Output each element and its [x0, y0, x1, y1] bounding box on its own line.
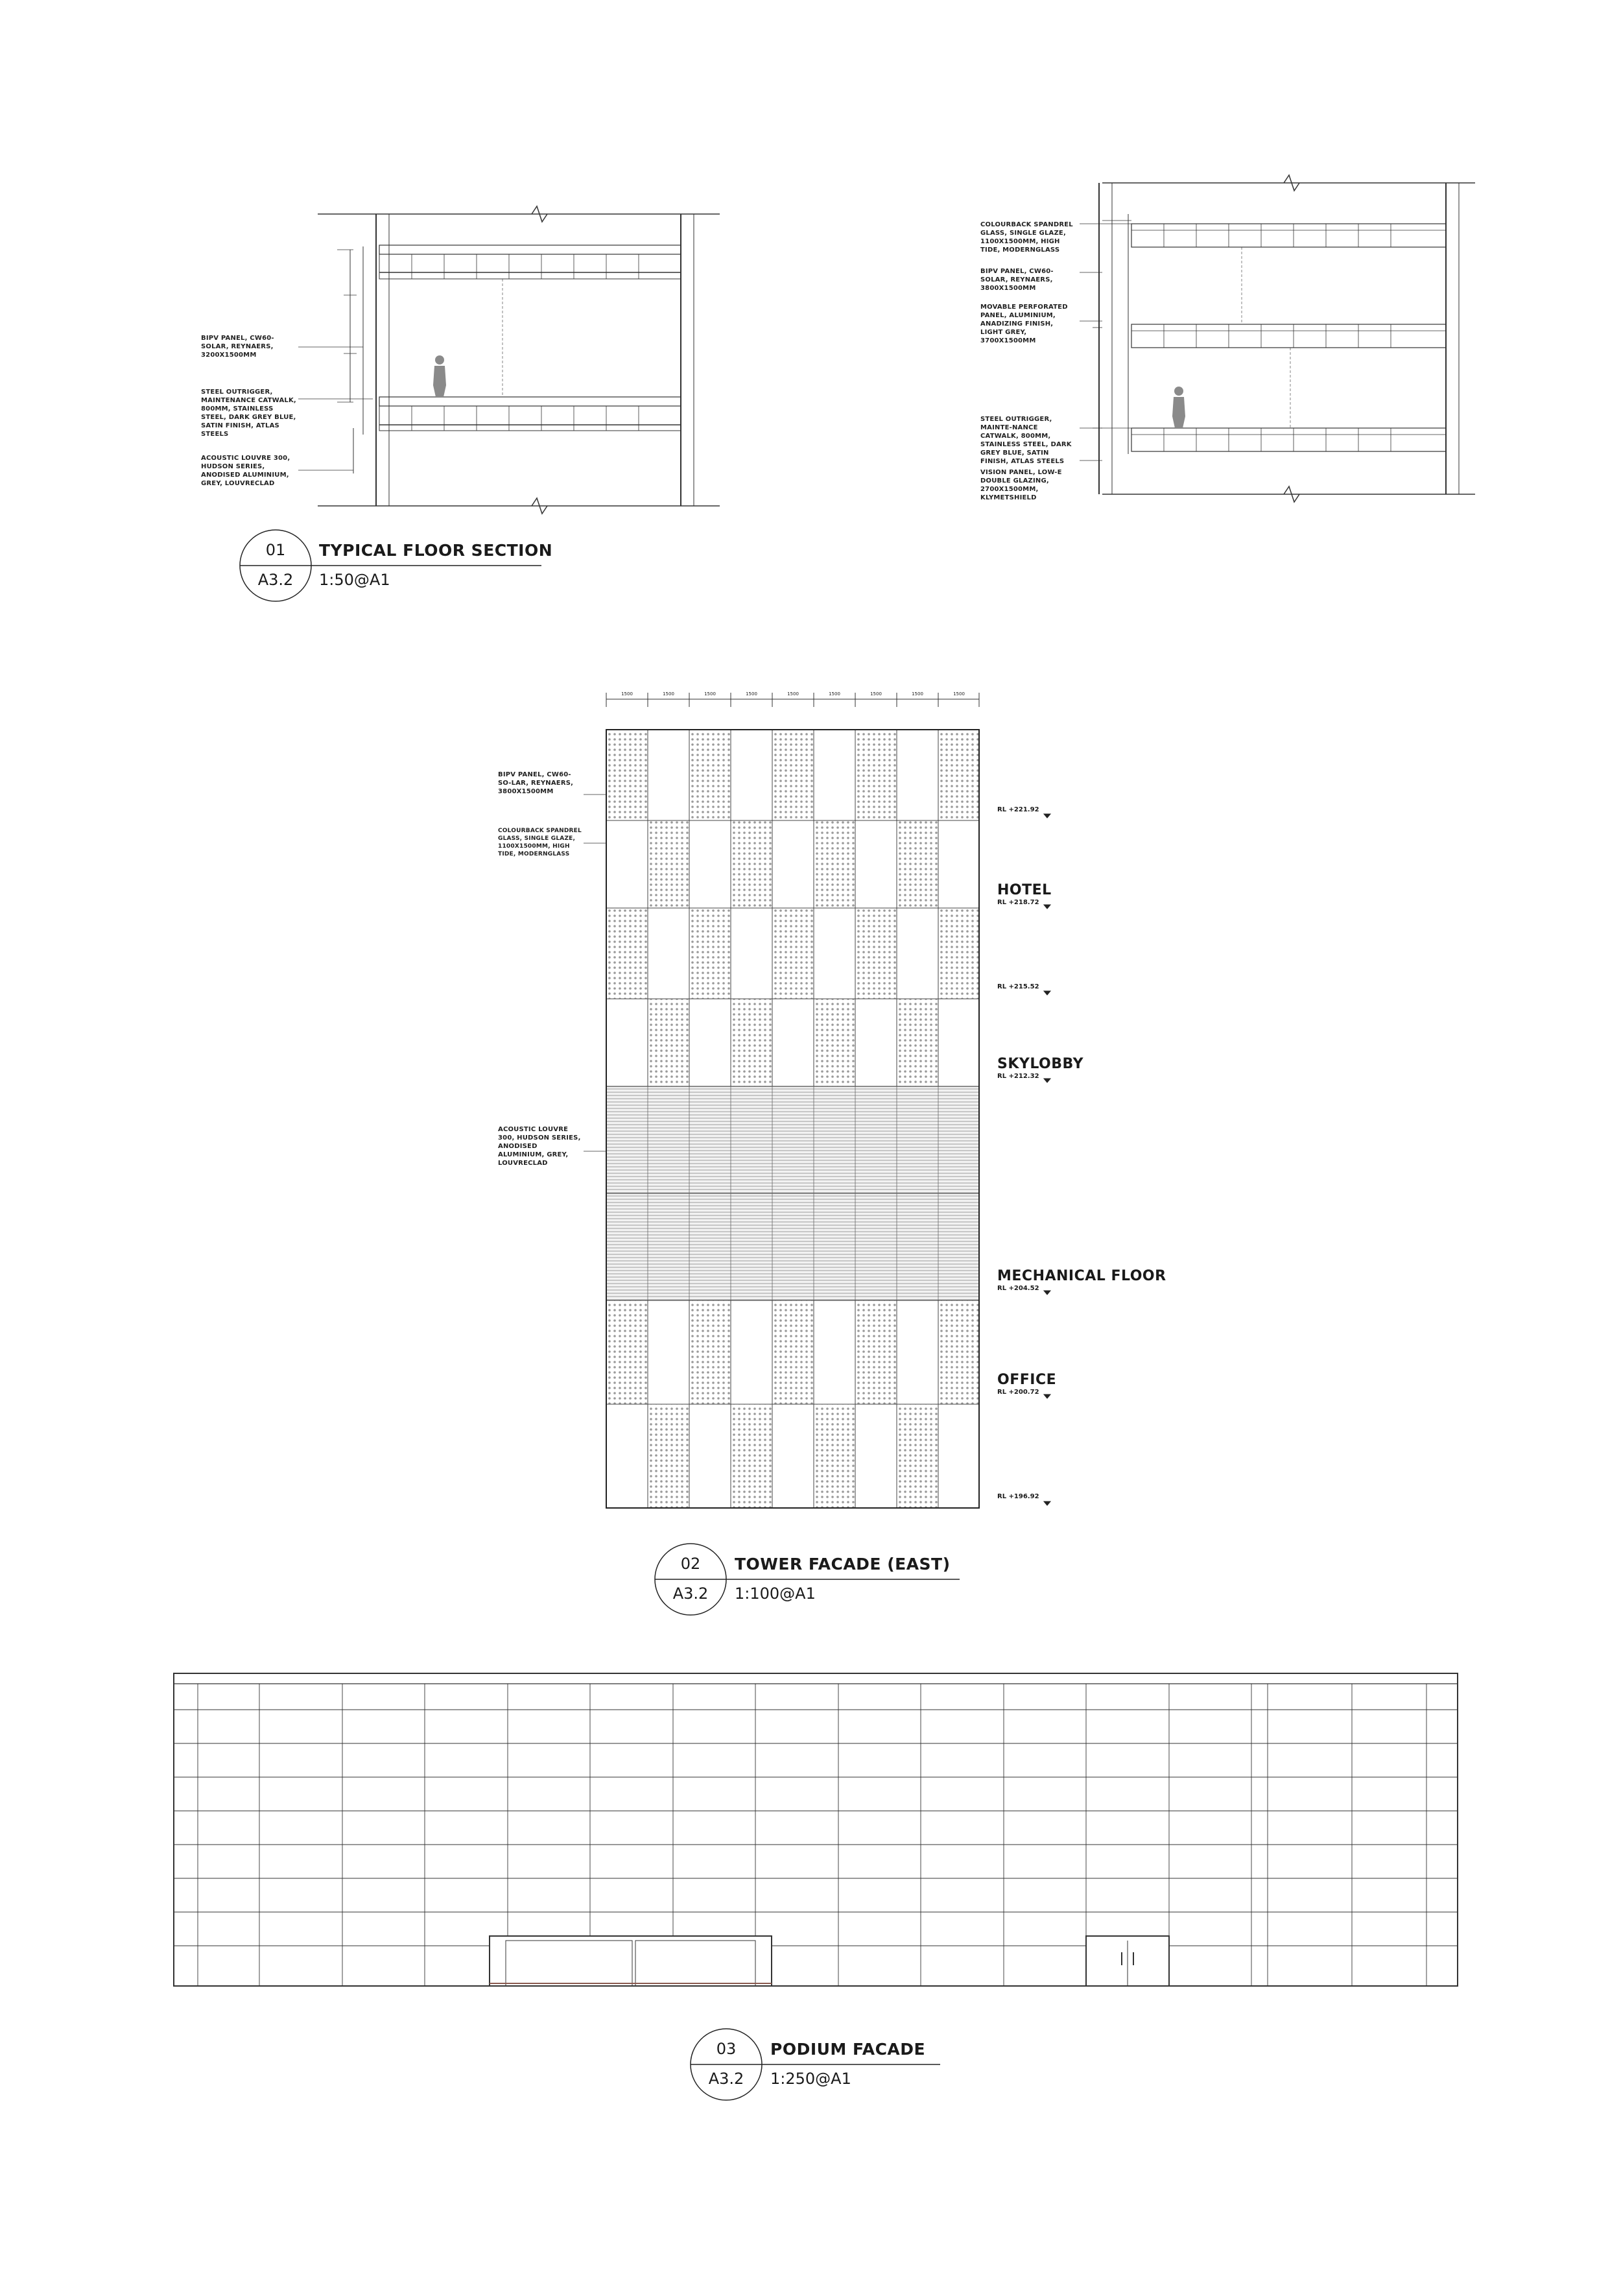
dim-label: 1500	[621, 691, 633, 697]
level-name: HOTEL	[997, 882, 1052, 898]
drawing-title: PODIUM FACADE	[770, 2040, 926, 2059]
drawing-title: TOWER FACADE (EAST)	[735, 1555, 951, 1573]
drawing-scale: 1:250@A1	[770, 2070, 851, 2088]
dim-label: 1500	[870, 691, 882, 697]
level-rl: RL +218.72	[997, 899, 1039, 906]
podium-facade	[173, 1673, 1458, 1987]
level-hotel: HOTEL RL +218.72	[997, 882, 1052, 907]
drawing-number: 02	[680, 1555, 701, 1573]
level-name: MECHANICAL FLOOR	[997, 1268, 1166, 1284]
section-01-right	[1080, 174, 1475, 503]
dim-label: 1500	[829, 691, 840, 697]
person-figure-right	[1172, 387, 1185, 428]
dim-label: 1500	[704, 691, 716, 697]
note-bipv-tower: BIPV PANEL, CW60-SO-LAR, REYNAERS, 3800x…	[498, 771, 574, 795]
dim-label: 1500	[663, 691, 674, 697]
level-rl: RL +221.92	[997, 806, 1039, 813]
drawing-number: 03	[716, 2040, 737, 2058]
level-rl: RL +215.52	[997, 983, 1039, 990]
note-louvre-left: ACOUSTIC LOUVRE 300, HUDSON SERIES, ANOD…	[201, 455, 290, 487]
level-name: SKYLOBBY	[997, 1056, 1084, 1072]
drawing-scale: 1:100@A1	[735, 1584, 816, 1603]
section-01-left	[298, 205, 720, 515]
dim-label: 1500	[912, 691, 923, 697]
dim-label: 1500	[953, 691, 965, 697]
note-outrigger-right: STEEL OUTRIGGER, MAINTE-NANCE CATWALK, 8…	[980, 416, 1072, 465]
dim-label: 1500	[787, 691, 799, 697]
note-outrigger-left: STEEL OUTRIGGER, MAINTENANCE CATWALK, 80…	[201, 389, 296, 438]
note-perforated-right: MOVABLE PERFORATED PANEL, ALUMINIUM, ANA…	[980, 304, 1068, 344]
note-spandrel-right: COLOURBACK SPANDREL GLASS, SINGLE GLAZE,…	[980, 221, 1073, 254]
note-louvre-tower: ACOUSTIC LOUVRE 300, HUDSON SERIES, ANOD…	[498, 1126, 581, 1167]
drawing-number: 01	[265, 541, 286, 559]
level-rl: RL +196.92	[997, 1493, 1039, 1500]
note-spandrel-tower: COLOURBACK SPANDREL GLASS, SINGLE GLAZE,…	[498, 828, 582, 857]
drawing-scale: 1:50@A1	[319, 571, 390, 589]
level-rl: RL +200.72	[997, 1389, 1039, 1396]
sheet-number: A3.2	[257, 571, 294, 589]
level-name: OFFICE	[997, 1372, 1057, 1388]
level-mechanical: MECHANICAL FLOOR RL +204.52	[997, 1268, 1166, 1293]
title-blocks	[239, 529, 960, 2101]
tower-facade	[584, 693, 1052, 1509]
dim-label: 1500	[746, 691, 757, 697]
sheet-number: A3.2	[708, 2070, 744, 2088]
level-skylobby: SKYLOBBY RL +212.32	[997, 1056, 1083, 1081]
note-vision-right: VISION PANEL, LOW-E DOUBLE GLAZING, 2700…	[980, 469, 1062, 501]
person-figure-left	[433, 355, 446, 397]
drawing-title: TYPICAL FLOOR SECTION	[319, 541, 553, 560]
level-rl: RL +212.32	[997, 1073, 1039, 1080]
sheet-number: A3.2	[672, 1584, 709, 1603]
note-bipv-right: BIPV PANEL, CW60-SOLAR, REYNAERS, 3800x1…	[980, 268, 1054, 292]
level-office: OFFICE RL +200.72	[997, 1372, 1056, 1396]
level-rl: RL +204.52	[997, 1285, 1039, 1292]
note-bipv-left: BIPV PANEL, CW60-SOLAR, REYNAERS, 3200x1…	[201, 335, 274, 359]
